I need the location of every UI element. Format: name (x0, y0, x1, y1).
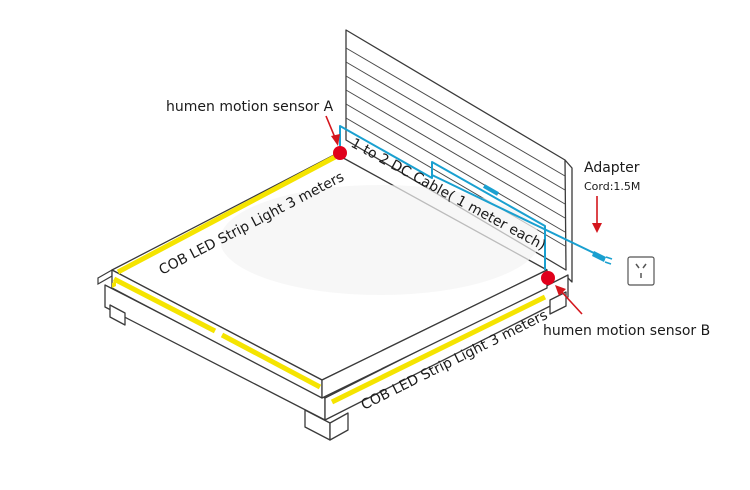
led-strip-right (330, 294, 547, 405)
mattress-shade (220, 185, 540, 295)
led-strip-corner (112, 281, 116, 288)
led-strip-front (112, 276, 322, 390)
arrow-sensor-b (555, 285, 583, 315)
cord-length-label: Cord:1.5M (584, 180, 640, 193)
sensor-b-label: humen motion sensor B (543, 323, 710, 339)
arrow-sensor-a (325, 115, 340, 146)
dc-cable (339, 125, 597, 270)
side-rail (97, 268, 113, 286)
adapter-label: Adapter (584, 160, 640, 176)
arrow-adapter (592, 196, 602, 233)
led-strip-left (116, 154, 337, 275)
sensor-a-label: humen motion sensor A (166, 99, 334, 115)
motion-sensor-a (333, 146, 347, 160)
motion-sensor-b (541, 271, 555, 285)
adapter-plug (592, 251, 613, 265)
power-socket-icon (627, 256, 655, 286)
